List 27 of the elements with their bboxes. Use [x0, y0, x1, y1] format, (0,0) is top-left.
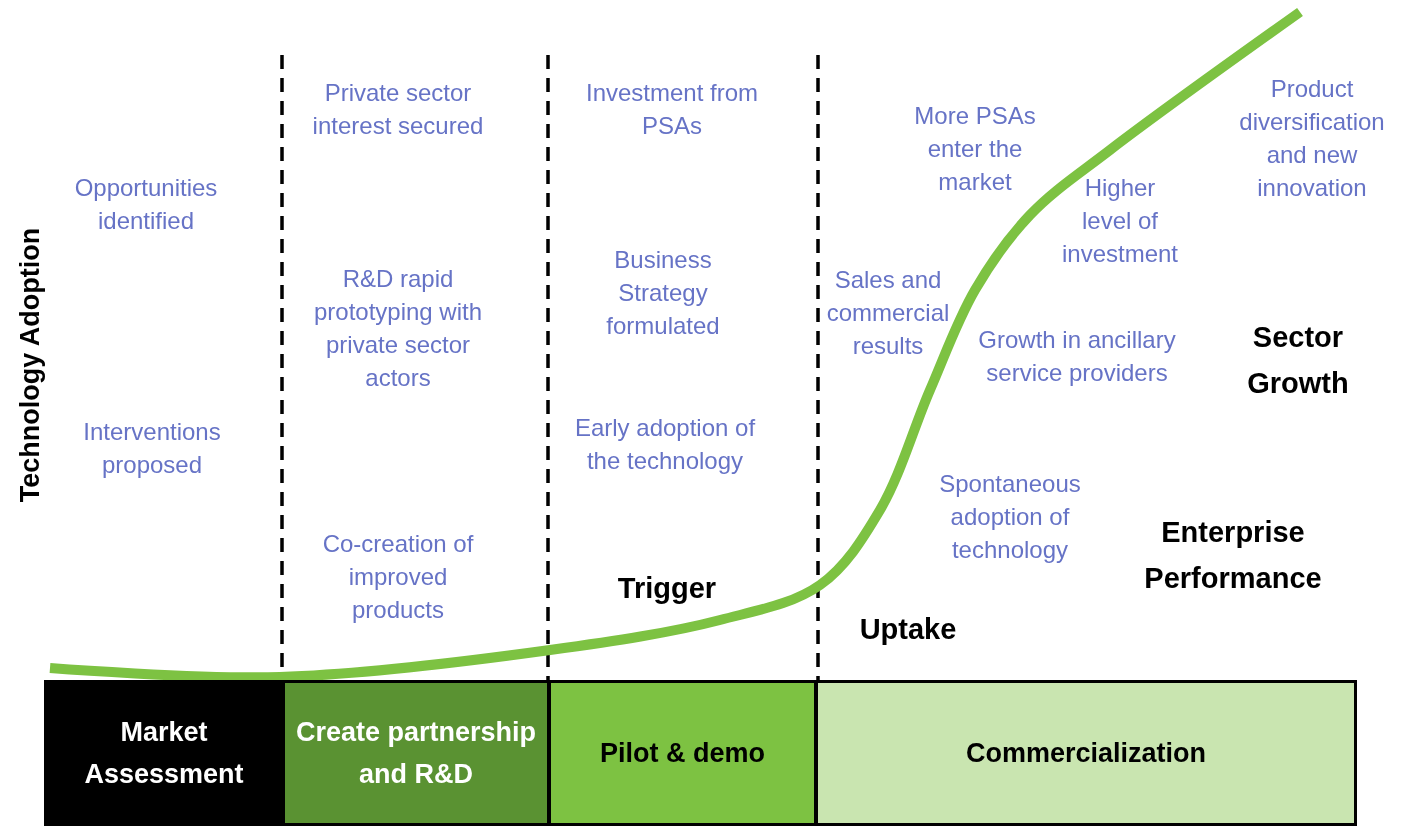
phase-box — [815, 680, 1357, 826]
phase-box — [282, 680, 550, 826]
axis-title: Technology Adoption — [14, 227, 46, 503]
milestone-text: Private sector interest secured — [311, 78, 485, 141]
milestone-text: More PSAs enter the market — [913, 101, 1037, 197]
stage-label: Uptake — [859, 612, 957, 647]
milestone-text: Spontaneous adoption of technology — [938, 469, 1082, 565]
phase-box — [548, 680, 817, 826]
milestone-text: Business Strategy formulated — [605, 245, 721, 341]
milestone-text: Interventions proposed — [82, 417, 222, 480]
phase-label: Pilot & demo — [600, 737, 765, 770]
phase-box — [44, 680, 284, 826]
milestone-text: Opportunities identified — [73, 173, 219, 236]
milestone-text: Growth in ancillary service providers — [977, 325, 1177, 388]
milestone-text: Sales and commercial results — [825, 265, 951, 361]
stage-label: Enterprise Performance — [1143, 515, 1323, 596]
milestone-text: Higher level of investment — [1060, 173, 1180, 269]
milestone-text: Co-creation of improved products — [321, 529, 475, 625]
phase-label: Commercialization — [965, 737, 1207, 770]
milestone-text: Early adoption of the technology — [573, 413, 757, 476]
phase-label: Market Assessment — [83, 716, 245, 791]
milestone-text: Investment from PSAs — [584, 78, 760, 141]
stage-label: Trigger — [617, 571, 717, 606]
phase-label: Create partnership and R&D — [294, 716, 538, 791]
milestone-text: Product diversification and new innovation — [1238, 74, 1386, 203]
milestone-text: R&D rapid prototyping with private sector actors — [312, 264, 484, 393]
stage-label: Sector Growth — [1246, 320, 1350, 401]
